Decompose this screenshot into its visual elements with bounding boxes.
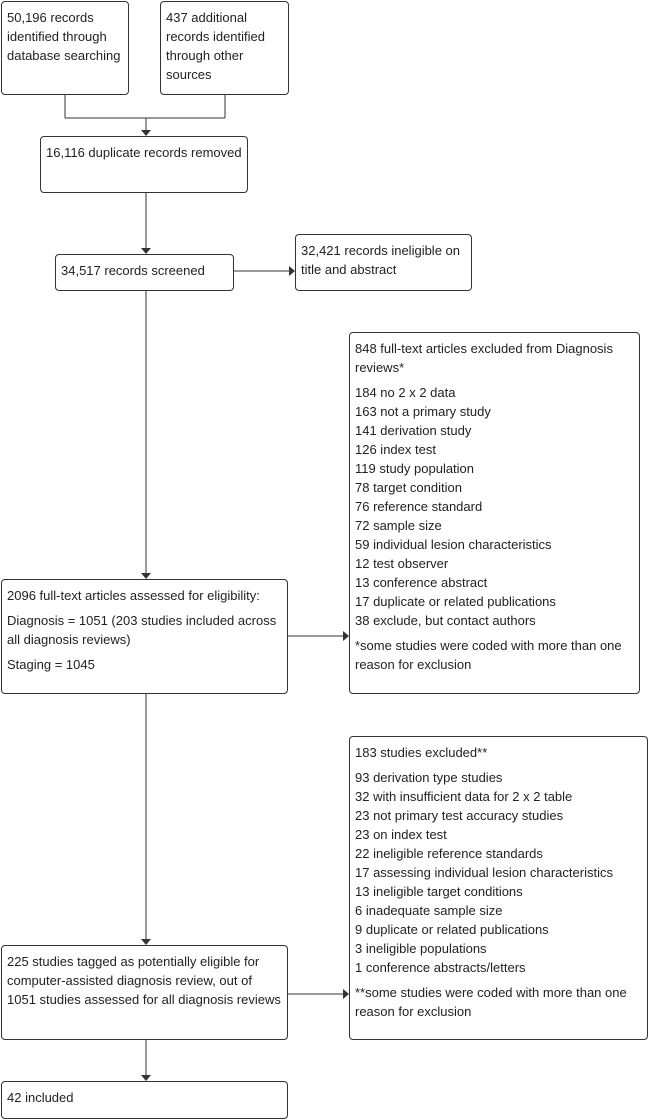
list-item: 119 study population <box>355 461 475 476</box>
list-item: 93 derivation type studies <box>355 770 503 785</box>
list-item: 141 derivation study <box>355 423 472 438</box>
duplicates-box: 16,116 duplicate records removed <box>40 136 248 193</box>
list-item: 1 conference abstracts/letters <box>355 960 526 975</box>
arrow-head-icon <box>141 573 151 579</box>
db-records-text: 50,196 records identified through databa… <box>7 10 121 63</box>
list-item: 126 index test <box>355 442 436 457</box>
excluded-fulltext-box: 848 full-text articles excluded from Dia… <box>349 332 640 694</box>
arrow-head-icon <box>141 1075 151 1081</box>
ineligible-title-box: 32,421 records ineligible on title and a… <box>295 234 472 291</box>
list-item: 72 sample size <box>355 518 442 533</box>
excluded-studies-box: 183 studies excluded** 93 derivation typ… <box>349 736 648 1040</box>
tagged-box: 225 studies tagged as potentially eligib… <box>1 945 288 1040</box>
list-item: 59 individual lesion characteristics <box>355 537 552 552</box>
screened-box: 34,517 records screened <box>55 254 234 291</box>
list-item: 22 ineligible reference standards <box>355 846 543 861</box>
list-item: 13 ineligible target conditions <box>355 884 523 899</box>
arrow-head-icon <box>343 989 349 999</box>
other-records-box: 437 additional records identified throug… <box>160 1 289 95</box>
excluded-fulltext-title: 848 full-text articles excluded from Dia… <box>355 341 613 375</box>
list-item: 9 duplicate or related publications <box>355 922 549 937</box>
tagged-text: 225 studies tagged as potentially eligib… <box>7 954 281 1007</box>
arrow-head-icon <box>289 266 295 276</box>
list-item: 76 reference standard <box>355 499 483 514</box>
list-item: 3 ineligible populations <box>355 941 487 956</box>
list-item: 23 not primary test accuracy studies <box>355 808 564 823</box>
list-item: 13 conference abstract <box>355 575 488 590</box>
list-item: 32 with insufficient data for 2 x 2 tabl… <box>355 789 573 804</box>
duplicates-text: 16,116 duplicate records removed <box>46 145 242 160</box>
arrow-head-icon <box>141 939 151 945</box>
list-item: 23 on index test <box>355 827 447 842</box>
fulltext-assessed-line3: Staging = 1045 <box>7 657 95 672</box>
arrow-head-icon <box>141 130 151 136</box>
list-item: 163 not a primary study <box>355 404 491 419</box>
fulltext-assessed-box: 2096 full-text articles assessed for eli… <box>1 579 288 694</box>
list-item: 38 exclude, but contact authors <box>355 613 536 628</box>
fulltext-assessed-line1: 2096 full-text articles assessed for eli… <box>7 588 260 603</box>
ineligible-title-text: 32,421 records ineligible on title and a… <box>301 243 460 277</box>
excluded-studies-title: 183 studies excluded** <box>355 745 488 760</box>
list-item: 78 target condition <box>355 480 462 495</box>
excluded-studies-note: **some studies were coded with more than… <box>355 985 627 1019</box>
excluded-fulltext-list: 184 no 2 x 2 data 163 not a primary stud… <box>355 383 634 630</box>
included-box: 42 included <box>1 1081 288 1119</box>
list-item: 17 duplicate or related publications <box>355 594 556 609</box>
included-text: 42 included <box>7 1090 74 1105</box>
list-item: 184 no 2 x 2 data <box>355 385 456 400</box>
excluded-studies-list: 93 derivation type studies 32 with insuf… <box>355 768 642 977</box>
other-records-text: 437 additional records identified throug… <box>166 10 265 82</box>
arrow-head-icon <box>141 248 151 254</box>
list-item: 12 test observer <box>355 556 449 571</box>
arrow-head-icon <box>343 631 349 641</box>
list-item: 17 assessing individual lesion character… <box>355 865 613 880</box>
list-item: 6 inadequate sample size <box>355 903 503 918</box>
db-records-box: 50,196 records identified through databa… <box>1 1 129 95</box>
excluded-fulltext-note: *some studies were coded with more than … <box>355 638 622 672</box>
screened-text: 34,517 records screened <box>61 263 205 278</box>
fulltext-assessed-line2: Diagnosis = 1051 (203 studies included a… <box>7 613 277 647</box>
